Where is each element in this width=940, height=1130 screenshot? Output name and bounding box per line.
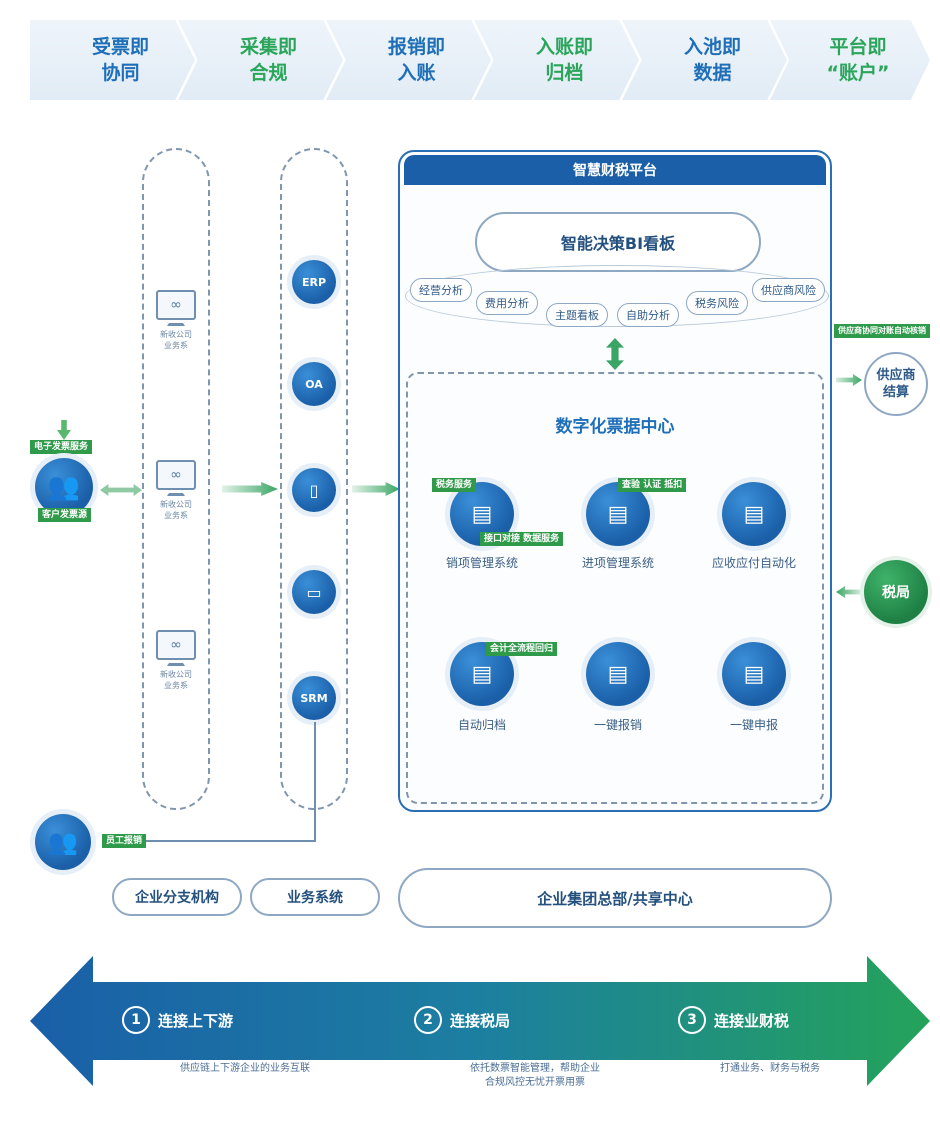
- branch-group-label: 企业分支机构: [135, 890, 219, 906]
- analysis-pill-expense: 费用分析: [476, 291, 538, 315]
- employee-group-icon: 👥: [35, 814, 91, 870]
- server-icon: ▤: [586, 482, 650, 546]
- system-name: 自动归档: [457, 718, 506, 732]
- connect-label: 连接税局: [450, 1011, 511, 1030]
- server-icon: ▤: [722, 482, 786, 546]
- branch-capsule: [142, 148, 210, 810]
- monitor-icon: ∞: [156, 460, 196, 490]
- bidirectional-arrow-icon: [100, 484, 142, 496]
- banner-step-label: 受票即 协同: [91, 36, 149, 84]
- banner-step-label: 入账即 归档: [535, 36, 593, 84]
- system-tag: 税务服务: [432, 478, 477, 492]
- system-name: 应收应付自动化: [711, 556, 796, 570]
- banner-step-3: 报销即 入账: [326, 20, 491, 100]
- server-icon: ▤: [722, 642, 786, 706]
- banner-step-6: 平台即 “账户”: [770, 20, 930, 100]
- system-name: 一键申报: [729, 718, 778, 732]
- video-system-icon: ▭: [292, 570, 336, 614]
- analysis-pill-operation: 经营分析: [410, 278, 472, 302]
- step-number: 2: [414, 1006, 442, 1034]
- business-group-label: 业务系统: [287, 890, 343, 906]
- user-group-icon: 👥: [35, 458, 93, 516]
- srm-system: SRM: [292, 676, 336, 720]
- banner-step-2: 采集即 合规: [178, 20, 343, 100]
- connect-upstream: 1 连接上下游: [122, 1006, 233, 1034]
- monitor-label: 新收公司 业务系: [160, 500, 192, 520]
- flow-arrow-icon: [352, 482, 400, 496]
- connect-sub-2: 依托数票智能管理，帮助企业 合规风控无忧开票用票: [470, 1063, 600, 1088]
- system-tag: 会计全流程回归: [486, 642, 558, 656]
- flow-arrow-icon: [222, 482, 278, 496]
- analysis-pill-supplier-risk: 供应商风险: [752, 278, 825, 302]
- system-name: 进项管理系统: [581, 556, 654, 570]
- connect-business-finance-tax: 3 连接业财税: [678, 1006, 789, 1034]
- branch-monitor-2: ∞ 新收公司 业务系: [146, 460, 206, 521]
- flow-arrow-icon: [836, 586, 862, 598]
- step-number: 1: [122, 1006, 150, 1034]
- oa-system: OA: [292, 362, 336, 406]
- platform-title-bar: 智慧财税平台: [404, 155, 826, 185]
- banner-step-label: 采集即 合规: [239, 36, 297, 84]
- supplier-label: 供应商 结算: [876, 368, 916, 400]
- step-number: 3: [678, 1006, 706, 1034]
- connect-sub-3: 打通业务、财务与税务: [720, 1063, 820, 1074]
- supplier-reconcile-tag: 供应商协同对账自动核销: [834, 324, 930, 338]
- connect-tax-bureau: 2 连接税局: [414, 1006, 510, 1034]
- analysis-band: [405, 265, 829, 327]
- bi-dashboard-pill: 智能决策BI看板: [475, 212, 761, 272]
- monitor-icon: ∞: [156, 630, 196, 660]
- supplier-node: 供应商 结算: [864, 352, 928, 416]
- platform-title: 智慧财税平台: [573, 163, 657, 179]
- monitor-label: 新收公司 业务系: [160, 330, 192, 350]
- connect-sub-1: 供应链上下游企业的业务互联: [180, 1063, 310, 1074]
- system-tag: 接口对接 数据服务: [480, 532, 564, 546]
- banner-step-label: 平台即 “账户”: [826, 36, 890, 84]
- analysis-pill-tax-risk: 税务风险: [686, 291, 748, 315]
- banner-step-1: 受票即 协同: [30, 20, 195, 100]
- erp-system: ERP: [292, 260, 336, 304]
- e-invoice-tag: 电子发票服务: [30, 440, 93, 454]
- branch-monitor-3: ∞ 新收公司 业务系: [146, 630, 206, 691]
- analysis-pill-self: 自助分析: [617, 303, 679, 327]
- tax-bureau-label: 税局: [882, 585, 910, 601]
- tax-bureau-node: 税局: [864, 560, 928, 624]
- system-tag: 查验 认证 抵扣: [618, 478, 687, 492]
- ticket-center-title: 数字化票据中心: [555, 417, 675, 437]
- server-icon: ▤: [586, 642, 650, 706]
- customer-invoice-tag: 客户发票源: [38, 508, 92, 522]
- up-down-arrow-icon: [606, 338, 624, 370]
- connector-line: [140, 840, 316, 842]
- banner-step-label: 入池即 数据: [683, 36, 741, 84]
- monitor-icon: ∞: [156, 290, 196, 320]
- document-system-icon: ▯: [292, 468, 336, 512]
- connect-label: 连接业财税: [714, 1011, 790, 1030]
- monitor-label: 新收公司 业务系: [160, 670, 192, 690]
- system-name: 销项管理系统: [445, 556, 518, 570]
- business-group-pill: 业务系统: [250, 878, 380, 916]
- down-arrow-icon: [57, 420, 71, 440]
- flow-arrow-icon: [836, 374, 862, 386]
- analysis-pill-theme: 主题看板: [546, 303, 608, 327]
- connect-label: 连接上下游: [158, 1011, 234, 1030]
- branch-group-pill: 企业分支机构: [112, 878, 242, 916]
- bi-dashboard-label: 智能决策BI看板: [560, 234, 676, 253]
- ticket-center-frame: [406, 372, 824, 804]
- banner-step-5: 入池即 数据: [622, 20, 787, 100]
- hq-group-pill: 企业集团总部/共享中心: [398, 868, 832, 928]
- hq-group-label: 企业集团总部/共享中心: [537, 889, 693, 908]
- banner-step-4: 入账即 归档: [474, 20, 639, 100]
- banner-step-label: 报销即 入账: [387, 36, 445, 84]
- connector-line: [314, 722, 316, 842]
- system-name: 一键报销: [593, 718, 642, 732]
- employee-reimburse-tag: 员工报销: [102, 834, 147, 848]
- branch-monitor-1: ∞ 新收公司 业务系: [146, 290, 206, 351]
